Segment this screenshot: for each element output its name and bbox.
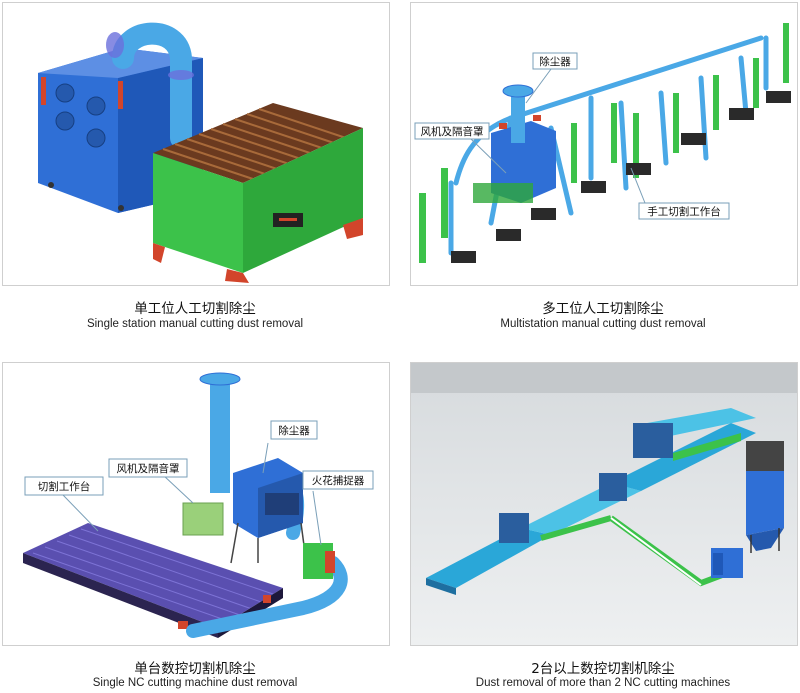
caption-en-multiple-nc: Dust removal of more than 2 NC cutting m…: [475, 677, 731, 689]
callout-spark-arrester: 火花捕捉器: [302, 470, 374, 546]
callout-label-spark-arrester: 火花捕捉器: [312, 474, 365, 487]
nc-cutting-machine-2: [633, 408, 756, 461]
callout-dust-collector: 除尘器: [262, 420, 318, 474]
callout-fan-enclosure: 风机及隔音罩: [414, 122, 507, 174]
nc-cutting-table: [23, 523, 283, 638]
callout-cutting-table: 切割工作台: [24, 476, 104, 532]
dust-collector: [182, 372, 335, 579]
single-station-illustration: [38, 22, 363, 283]
callout-label-fan-enclosure: 风机及隔音罩: [421, 125, 484, 138]
callout-label-dust-collector: 除尘器: [539, 55, 571, 68]
callout-manual-cutting-table: 手工切割工作台: [630, 167, 730, 220]
panel-single-nc: 除尘器 风机及隔音罩 切割工作台 火花捕捉器: [2, 362, 390, 646]
caption-zh-single-station: 单工位人工切割除尘: [134, 301, 256, 317]
support-columns: [419, 23, 789, 263]
panel-multistation: 除尘器 风机及隔音罩 手工切割工作台: [410, 2, 798, 286]
manual-cutting-table: [153, 103, 363, 283]
callout-label-cutting-table: 切割工作台: [38, 480, 91, 493]
callout-label-dust-collector: 除尘器: [278, 424, 310, 437]
caption-zh-multistation: 多工位人工切割除尘: [542, 301, 664, 317]
callout-label-fan-enclosure: 风机及隔音罩: [117, 462, 180, 475]
caption-en-single-station: Single station manual cutting dust remov…: [86, 318, 304, 330]
dust-collector: [711, 441, 784, 578]
single-nc-illustration: 除尘器 风机及隔音罩 切割工作台 火花捕捉器: [23, 372, 374, 638]
caption-en-single-nc: Single NC cutting machine dust removal: [92, 677, 298, 689]
callout-fan-enclosure: 风机及隔音罩: [108, 458, 194, 504]
caption-en-multistation: Multistation manual cutting dust removal: [500, 318, 706, 330]
panel-single-station: [2, 2, 390, 286]
multiple-nc-illustration: [411, 363, 797, 645]
callout-dust-collector: 除尘器: [525, 52, 578, 104]
caption-zh-multiple-nc: 2台以上数控切割机除尘: [531, 661, 675, 677]
panel-multiple-nc: [410, 362, 798, 646]
dust-collector: [473, 84, 556, 203]
caption-zh-single-nc: 单台数控切割机除尘: [134, 661, 256, 677]
callout-label-manual-cutting-table: 手工切割工作台: [647, 205, 721, 218]
multistation-illustration: 除尘器 风机及隔音罩 手工切割工作台: [414, 23, 791, 263]
duct: [112, 22, 192, 149]
